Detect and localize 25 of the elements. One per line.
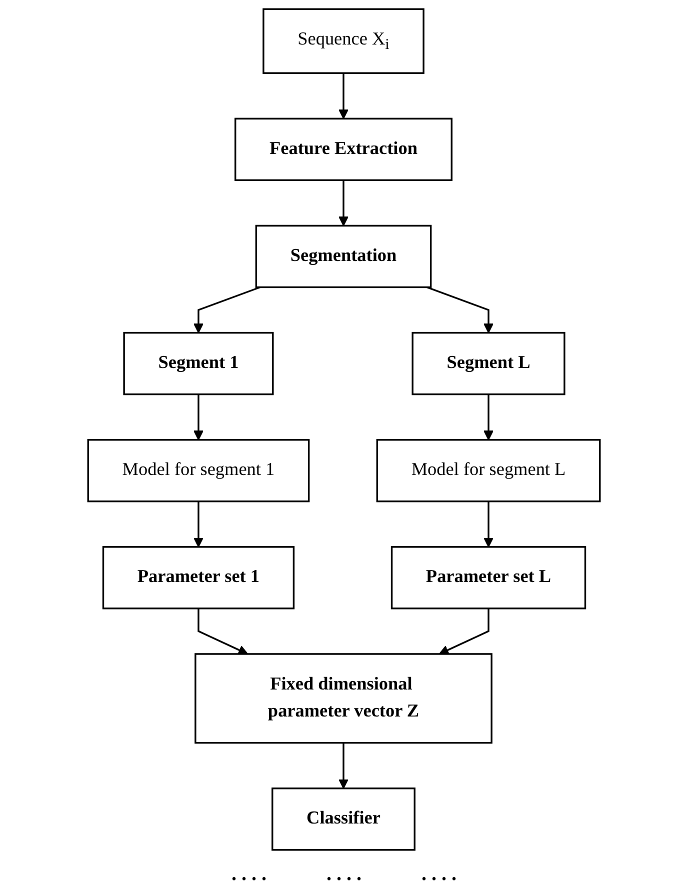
arrow bbox=[193, 501, 204, 548]
node-box: Parameter set 1 bbox=[102, 546, 295, 610]
arrow bbox=[338, 742, 348, 789]
arrow bbox=[426, 286, 494, 334]
node-box: Segment 1 bbox=[123, 332, 274, 396]
arrow bbox=[338, 73, 348, 120]
node-box: Classifier bbox=[272, 788, 416, 851]
node-box: Feature Extraction bbox=[234, 118, 452, 181]
node-box: Segment L bbox=[412, 332, 566, 396]
ellipsis-label: . . . . bbox=[422, 863, 456, 886]
ellipsis-label: . . . . bbox=[326, 863, 362, 886]
arrow bbox=[193, 286, 260, 334]
node-box: Model for segment 1 bbox=[87, 439, 310, 502]
node-box: Parameter set L bbox=[390, 546, 586, 610]
node-box: Segmentation bbox=[255, 224, 432, 288]
arrow bbox=[484, 394, 494, 440]
arrow bbox=[193, 394, 204, 440]
node-box: Model for segment L bbox=[376, 439, 601, 502]
ellipsis-label: . . . . bbox=[232, 863, 266, 886]
node-box: Fixed dimensional parameter vector Z bbox=[194, 653, 492, 744]
arrow bbox=[338, 180, 348, 226]
arrow bbox=[198, 608, 248, 655]
node-box: Sequence X$_{i}$ bbox=[262, 8, 424, 74]
arrow bbox=[438, 608, 490, 655]
arrow bbox=[484, 501, 494, 548]
